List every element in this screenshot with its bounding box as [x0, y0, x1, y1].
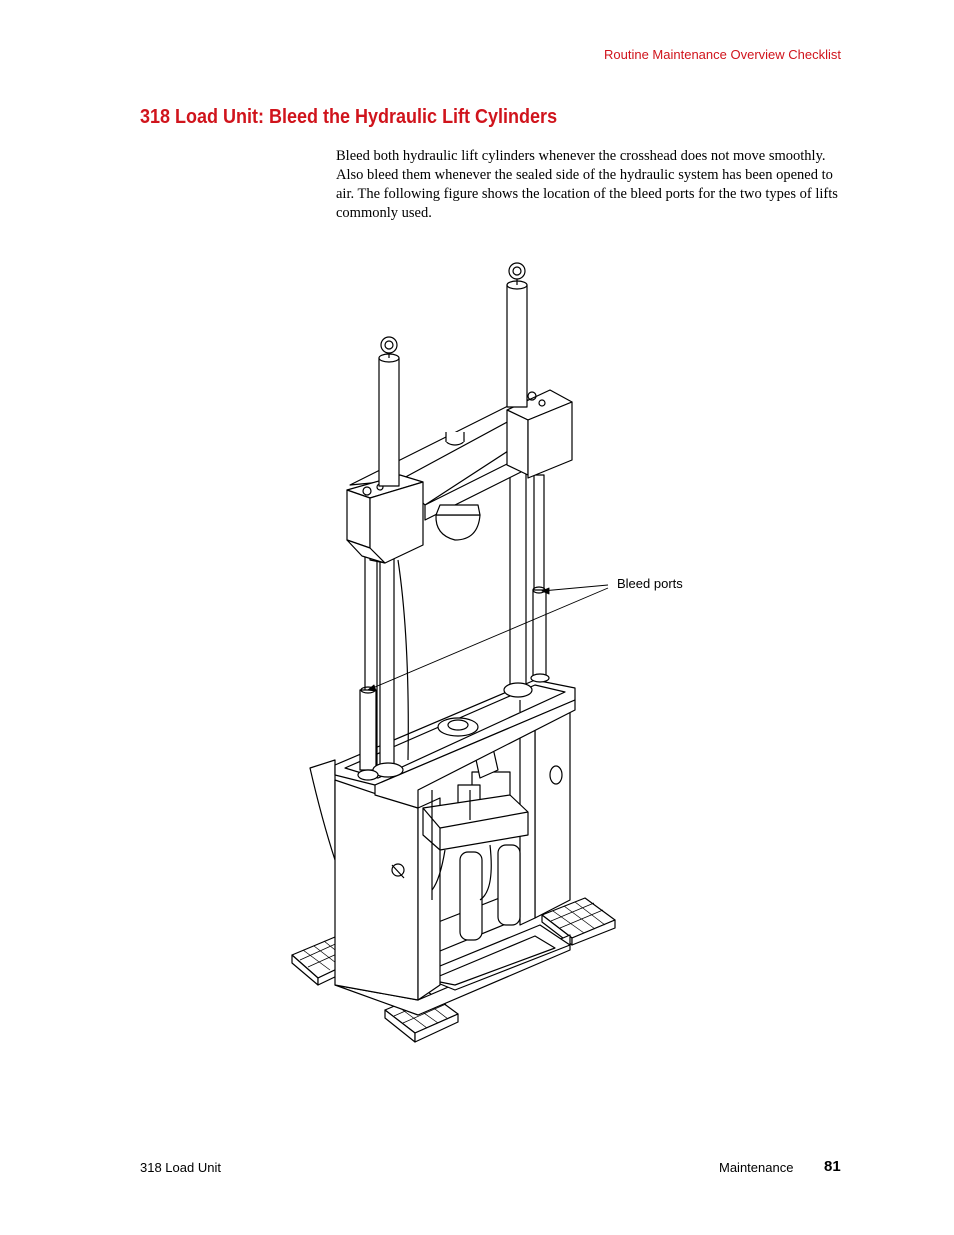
bleed-port-leaders [367, 584, 609, 692]
left-lift-rod [378, 336, 400, 487]
right-foot-pad [541, 897, 616, 946]
footer-document-title: 318 Load Unit [140, 1160, 221, 1175]
right-crosshead-block [506, 389, 573, 479]
section-title: 318 Load Unit: Bleed the Hydraulic Lift … [140, 106, 558, 128]
footer-page-number: 81 [824, 1158, 841, 1175]
load-unit-drawing: Bleed ports [291, 262, 683, 1043]
load-unit-figure: Bleed ports [280, 250, 720, 1060]
running-header: Routine Maintenance Overview Checklist [604, 47, 841, 62]
right-pillar [519, 689, 571, 926]
right-lift-rod [506, 262, 528, 408]
left-crosshead-block [346, 474, 424, 564]
left-pillar [334, 779, 441, 1001]
footer-section-name: Maintenance [719, 1160, 794, 1175]
right-column [503, 469, 550, 698]
left-column [357, 554, 409, 781]
body-paragraph: Bleed both hydraulic lift cylinders when… [336, 148, 838, 221]
bleed-ports-callout: Bleed ports [617, 576, 683, 591]
top-deck [334, 679, 576, 809]
